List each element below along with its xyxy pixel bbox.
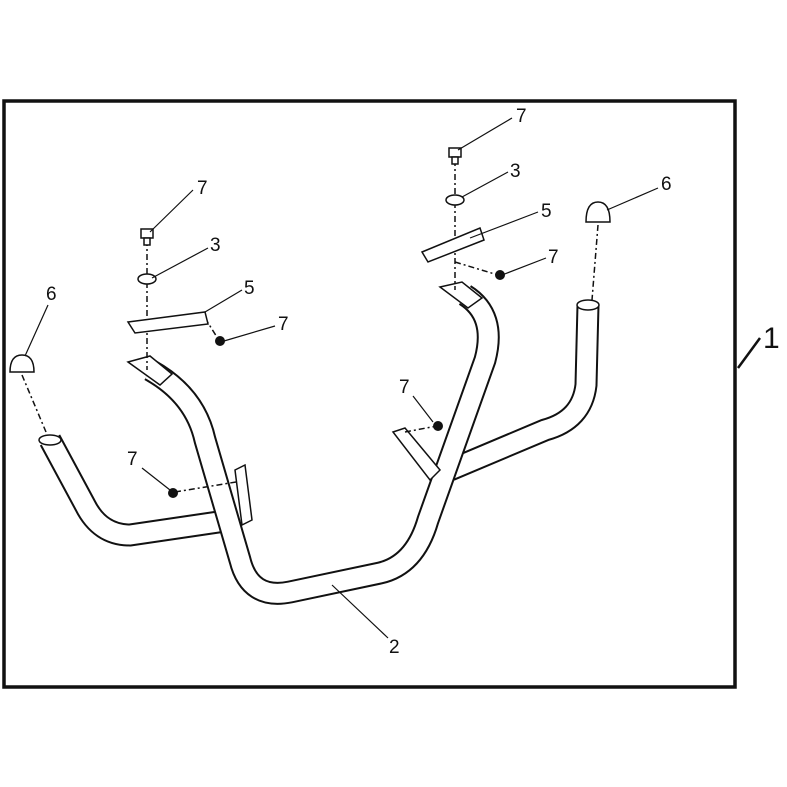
end-cap-right bbox=[585, 201, 611, 223]
callout-bolt-mid-left: 7 bbox=[127, 449, 138, 470]
callout-washer-left: 3 bbox=[210, 235, 221, 256]
guard-tube bbox=[38, 281, 600, 605]
callout-guard-tube: 2 bbox=[389, 637, 400, 658]
end-cap-left bbox=[9, 354, 35, 373]
callout-cap-left: 6 bbox=[46, 284, 57, 305]
assembly-frame bbox=[2, 99, 737, 689]
bolt-top-right bbox=[448, 147, 462, 165]
nut-right bbox=[495, 270, 505, 280]
callout-assembly: 1 bbox=[763, 322, 780, 355]
bracket-right bbox=[420, 226, 485, 263]
washer-left bbox=[137, 273, 157, 285]
callout-bracket-left: 5 bbox=[244, 278, 255, 299]
nut-left bbox=[215, 336, 225, 346]
bracket-left bbox=[126, 311, 209, 334]
bolt-top-left bbox=[140, 228, 154, 246]
callout-bolt-mid-right: 7 bbox=[399, 377, 410, 398]
bolt-mid-left bbox=[168, 488, 178, 498]
callout-cap-right: 6 bbox=[661, 174, 672, 195]
callout-washer-right: 3 bbox=[510, 161, 521, 182]
callout-bolt-top-right: 7 bbox=[516, 106, 527, 127]
callout-nut-right: 7 bbox=[548, 247, 559, 268]
callout-bolt-top-left: 7 bbox=[197, 178, 208, 199]
bolt-mid-right bbox=[433, 421, 443, 431]
washer-right bbox=[445, 194, 465, 206]
callout-bracket-right: 5 bbox=[541, 201, 552, 222]
callout-nut-left: 7 bbox=[278, 314, 289, 335]
